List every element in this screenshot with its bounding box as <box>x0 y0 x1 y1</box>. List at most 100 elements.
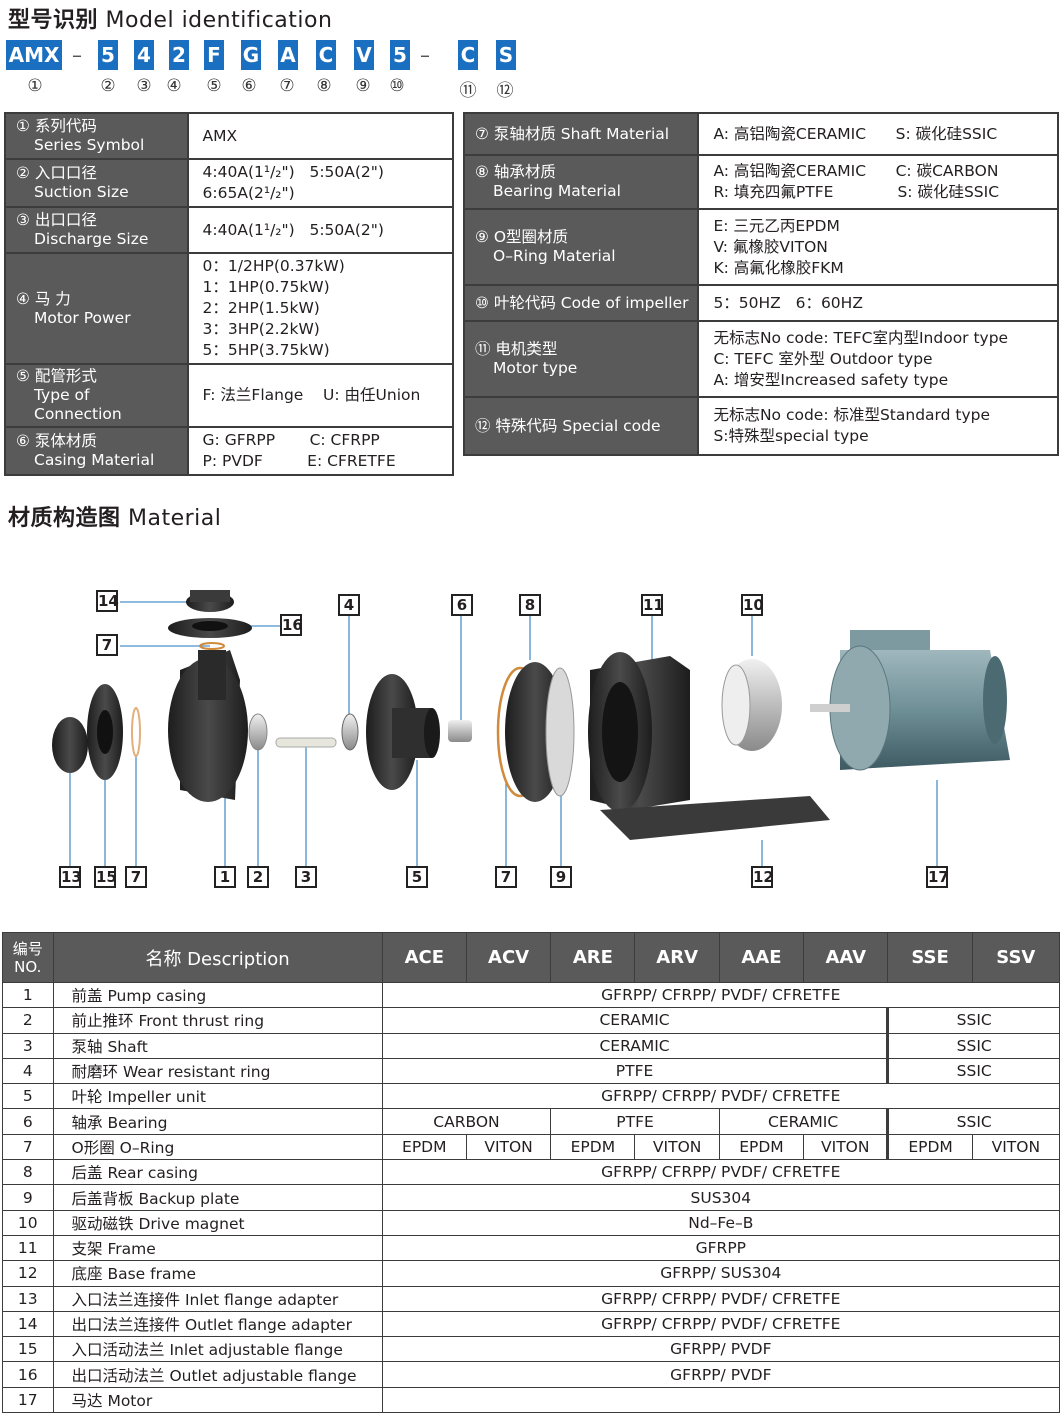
row-description: 马达 Motor <box>52 1386 383 1414</box>
row-description: 前止推环 Front thrust ring <box>52 1007 383 1034</box>
material-cell: GFRPP/ PVDF <box>381 1336 1061 1363</box>
material-cell: CERAMIC <box>381 1032 890 1059</box>
exploded-view-drawing <box>52 590 1010 866</box>
header-model-ssv: SSV <box>971 932 1061 983</box>
spec-label-en: Motor Power <box>34 308 131 327</box>
material-cell: GFRPP/ CFRPP/ PVDF/ CFRETFE <box>381 1285 1061 1312</box>
material-cell: CERAMIC <box>381 1007 890 1034</box>
spec-label-cn: ⑫ 特殊代码 Special code <box>475 416 661 435</box>
material-cell: GFRPP/ SUS304 <box>381 1260 1061 1287</box>
spec-value-line: 4:40A(1¹/₂") 5:50A(2") <box>202 220 384 239</box>
code-box-2: 5 <box>98 40 118 70</box>
part-callout: 1 <box>214 866 236 888</box>
header-description: 名称 Description <box>52 932 383 983</box>
row-number: 10 <box>2 1209 54 1236</box>
header-model-aae: AAE <box>718 932 805 983</box>
spec-label-en: Type of Connection <box>34 386 122 423</box>
material-cell: GFRPP/ PVDF <box>381 1361 1061 1388</box>
code-number-12: ⑫ <box>496 81 514 101</box>
code-number-8: ⑧ <box>316 76 332 96</box>
part-callout: 5 <box>406 866 428 888</box>
code-box-9: V <box>354 40 374 70</box>
spec-value: 4:40A(1¹/₂") 5:50A(2")6:65A(2¹/₂") <box>186 158 455 208</box>
spec-label-cn: ⑤ 配管形式 <box>16 367 97 385</box>
spec-value-line: F: 法兰Flange U: 由任Union <box>202 386 421 404</box>
header-no-line: 编号 <box>12 939 43 958</box>
part-callout: 17 <box>926 866 949 888</box>
header-model-ace: ACE <box>381 932 467 983</box>
part-callout: 8 <box>519 594 541 616</box>
row-description: 轴承 Bearing <box>52 1108 383 1135</box>
part-callout: 10 <box>741 594 764 616</box>
model-section-title: 型号识别 Model identification <box>8 8 333 33</box>
material-cell: GFRPP/ CFRPP/ PVDF/ CFRETFE <box>381 981 1061 1009</box>
material-cell: PTFE <box>550 1108 720 1135</box>
code-box-8: C <box>316 40 336 70</box>
material-cell: CERAMIC <box>718 1108 890 1135</box>
material-cell <box>381 1386 1061 1414</box>
code-box-7: A <box>278 40 298 70</box>
code-dash-2: – <box>420 43 430 67</box>
spec-value-line: 4:40A(1¹/₂") 5:50A(2") <box>202 163 384 181</box>
row-description: 后盖背板 Backup plate <box>52 1184 383 1211</box>
spec-value-line: 5：5HP(3.75kW) <box>202 341 330 359</box>
row-description: 出口法兰连接件 Outlet flange adapter <box>52 1310 383 1338</box>
code-number-7: ⑦ <box>279 76 295 96</box>
header-model-acv: ACV <box>465 932 552 983</box>
code-box-5: F <box>204 40 224 70</box>
material-cell: PTFE <box>381 1057 890 1085</box>
material-cell: GFRPP/ CFRPP/ PVDF/ CFRETFE <box>381 1310 1061 1338</box>
material-cell: EPDM <box>887 1133 973 1161</box>
spec-value-line: K: 高氟化橡胶FKM <box>713 258 844 277</box>
spec-label-en: Discharge Size <box>34 230 149 248</box>
material-cell: SSIC <box>887 1108 1060 1135</box>
spec-label-cn: ⑩ 叶轮代码 Code of impeller <box>475 293 689 312</box>
material-cell: VITON <box>803 1133 890 1161</box>
code-number-10: ⑩ <box>389 76 405 96</box>
material-cell: GFRPP/ CFRPP/ PVDF/ CFRETFE <box>381 1083 1061 1110</box>
spec-label-en: O–Ring Material <box>493 247 616 265</box>
material-cell: GFRPP/ CFRPP/ PVDF/ CFRETFE <box>381 1159 1061 1186</box>
material-cell: SSIC <box>887 1057 1060 1085</box>
code-box-10: 5 <box>390 40 410 70</box>
spec-value-line: 3：3HP(2.2kW) <box>202 320 320 338</box>
spec-value-line: 0：1/2HP(0.37kW) <box>202 257 345 275</box>
spec-value-line: 1：1HP(0.75kW) <box>202 278 330 296</box>
code-number-2: ② <box>100 76 116 96</box>
row-description: 底座 Base frame <box>52 1260 383 1287</box>
row-description: 支架 Frame <box>52 1234 383 1262</box>
header-model-arv: ARV <box>634 932 720 983</box>
part-callout: 7 <box>495 866 517 888</box>
material-cell: SSIC <box>887 1032 1060 1059</box>
part-callout: 9 <box>550 866 572 888</box>
part-callout: 11 <box>641 594 664 616</box>
material-cell: CARBON <box>381 1108 552 1135</box>
part-callout: 13 <box>59 866 82 888</box>
spec-value-line: G: GFRPP C: CFRPP <box>202 431 380 449</box>
code-box-6: G <box>241 40 261 70</box>
row-description: 入口活动法兰 Inlet adjustable flange <box>52 1336 383 1363</box>
row-description: 入口法兰连接件 Inlet flange adapter <box>52 1285 383 1312</box>
row-number: 16 <box>2 1361 54 1388</box>
